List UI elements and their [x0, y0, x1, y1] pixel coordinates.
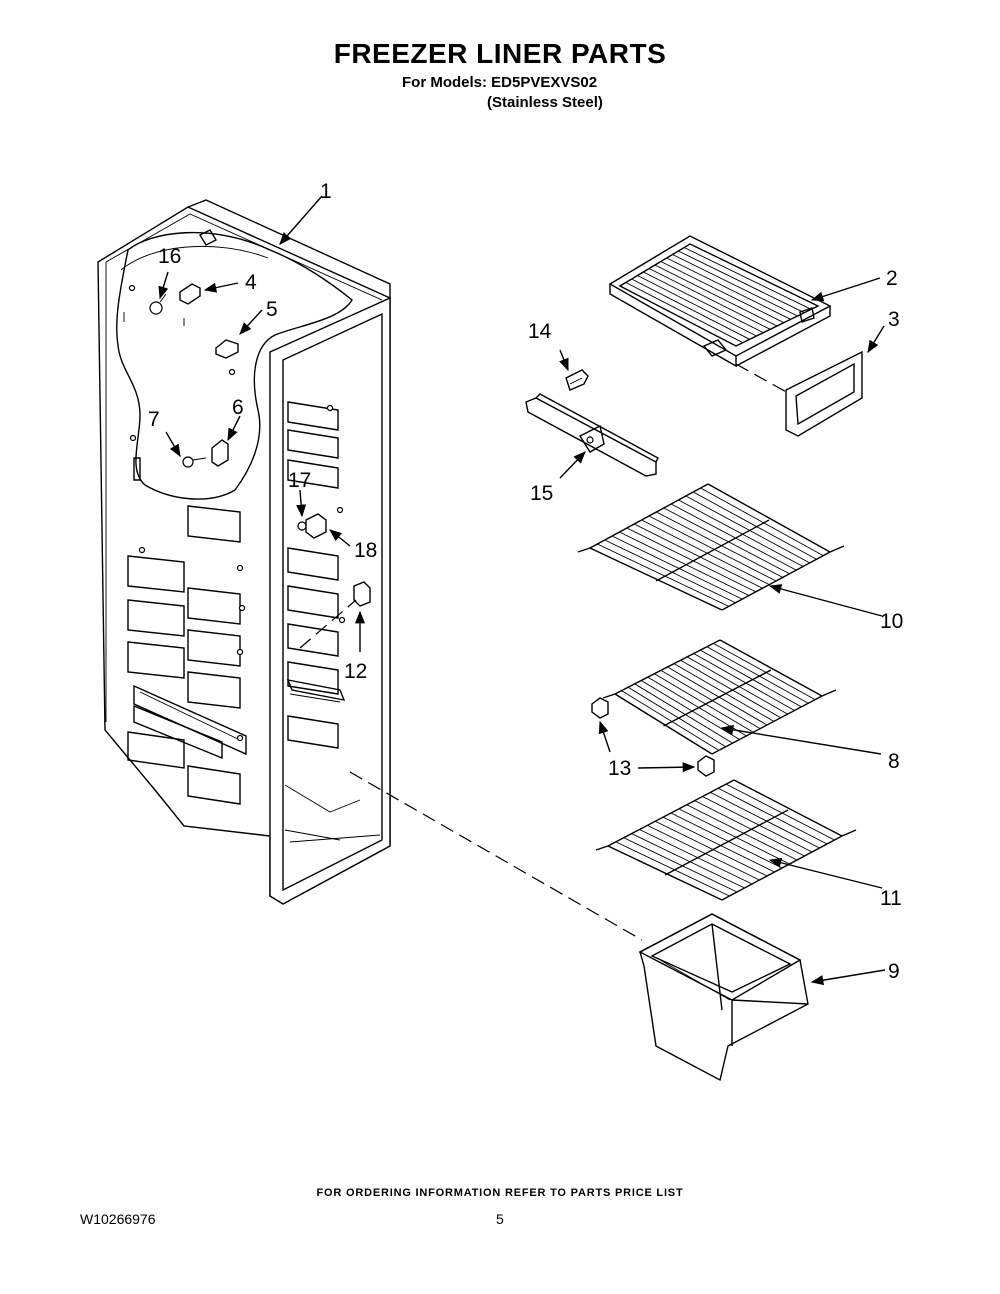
callout-12: 12	[344, 660, 367, 683]
callout-16: 16	[158, 245, 181, 268]
shelf-trim	[785, 350, 863, 437]
model-finish: (Stainless Steel)	[487, 94, 603, 111]
callout-1: 1	[320, 180, 332, 203]
page-title: FREEZER LINER PARTS	[333, 38, 667, 69]
model-number: For Models: ED5PVEXVS02	[402, 74, 598, 91]
callout-13: 13	[608, 757, 631, 780]
callout-10: 10	[880, 610, 903, 633]
callout-labels: 1 2 3 4 5 6 7 8 9 10 11 12 13 14 15 16 1…	[148, 180, 903, 983]
ordering-info: FOR ORDERING INFORMATION REFER TO PARTS …	[316, 1187, 684, 1199]
callout-9: 9	[888, 960, 900, 983]
callout-8: 8	[888, 750, 900, 773]
callout-17: 17	[288, 469, 311, 492]
assembly-dash-trim	[735, 363, 791, 395]
shelf-rail	[525, 393, 659, 477]
callout-6: 6	[232, 396, 244, 419]
callout-15: 15	[530, 482, 553, 505]
ice-tray-shelf	[608, 235, 832, 368]
callout-4: 4	[245, 271, 257, 294]
callout-14: 14	[528, 320, 552, 343]
shelf-stop-left	[591, 697, 609, 719]
callout-7: 7	[148, 408, 160, 431]
callout-3: 3	[888, 308, 900, 331]
callout-18: 18	[354, 539, 377, 562]
callout-5: 5	[266, 298, 278, 321]
document-number: W10266976	[80, 1211, 156, 1227]
wire-shelf-10	[577, 483, 845, 611]
freezer-pan	[638, 913, 809, 1082]
shelf-stop-right	[697, 755, 715, 777]
callout-11: 11	[880, 887, 902, 910]
leader-lines	[158, 195, 886, 986]
wire-shelf-11	[595, 779, 857, 901]
wire-shelf-8	[602, 639, 837, 755]
callout-2: 2	[886, 267, 898, 290]
rail-screw	[565, 369, 589, 391]
assembly-dash-pan	[349, 771, 643, 941]
freezer-liner	[97, 199, 391, 905]
page-number: 5	[496, 1211, 504, 1227]
assembly-dash-clip	[299, 599, 357, 649]
